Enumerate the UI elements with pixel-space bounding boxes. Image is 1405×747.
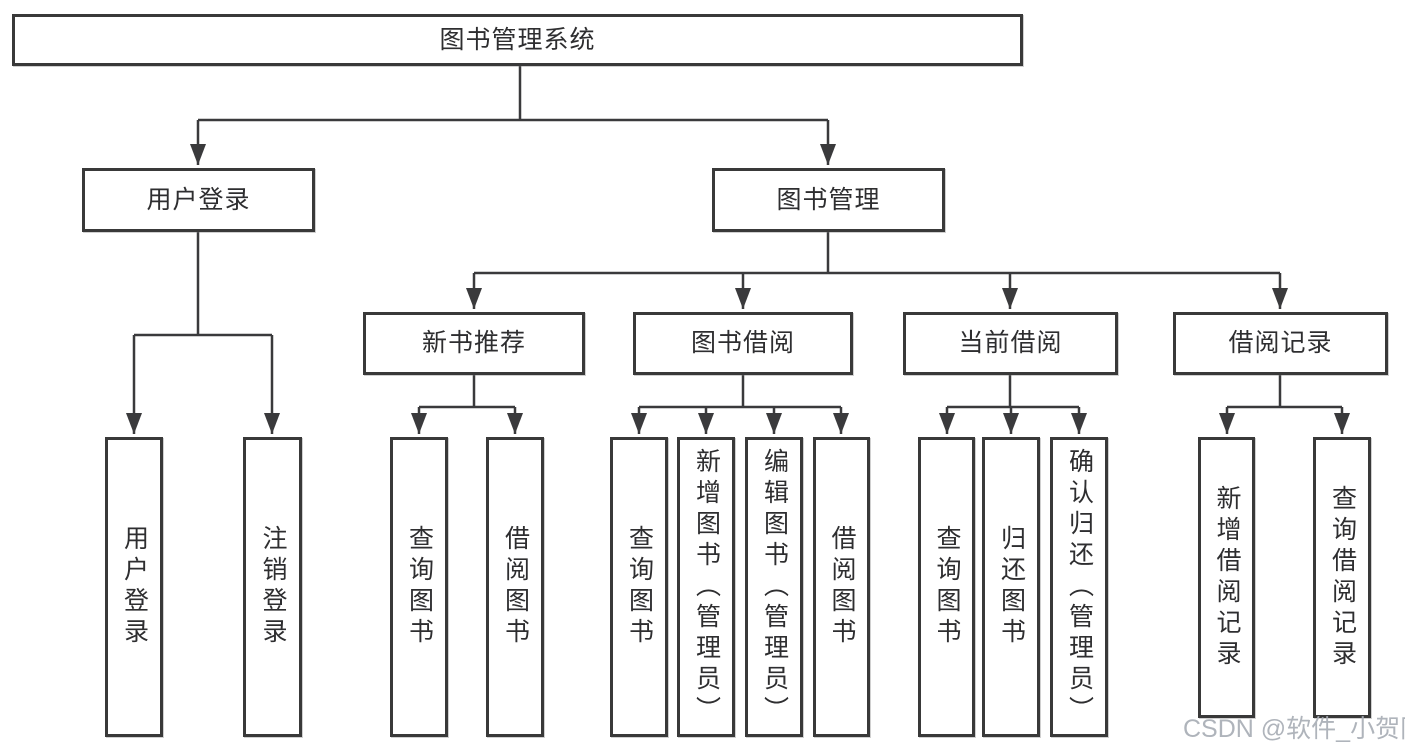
leaf-return-books-label: 归还图书 xyxy=(997,525,1026,649)
leaf-query-books-borrowing-label: 查询图书 xyxy=(625,525,654,649)
leaf-borrow-books-recommend: 借阅图书 xyxy=(486,437,544,737)
leaf-query-borrow-record: 查询借阅记录 xyxy=(1313,437,1371,718)
node-borrowing-records-label: 借阅记录 xyxy=(1228,329,1333,357)
leaf-edit-book-admin-label: 编辑图书（管理员） xyxy=(760,447,789,727)
node-current-borrowing: 当前借阅 xyxy=(903,312,1118,375)
leaf-borrow-books-recommend-label: 借阅图书 xyxy=(501,525,530,649)
leaf-add-book-admin-label: 新增图书（管理员） xyxy=(692,447,721,727)
node-user-login: 用户登录 xyxy=(82,168,315,232)
leaf-add-borrow-record: 新增借阅记录 xyxy=(1198,437,1255,718)
leaf-return-books: 归还图书 xyxy=(982,437,1040,737)
node-new-book-recommend-label: 新书推荐 xyxy=(421,329,526,357)
leaf-add-borrow-record-label: 新增借阅记录 xyxy=(1213,484,1241,671)
node-user-login-label: 用户登录 xyxy=(146,185,251,214)
leaf-query-borrow-record-label: 查询借阅记录 xyxy=(1328,484,1357,671)
leaf-logout: 注销登录 xyxy=(243,437,302,737)
leaf-add-book-admin: 新增图书（管理员） xyxy=(677,437,735,737)
leaf-edit-book-admin: 编辑图书（管理员） xyxy=(745,437,803,737)
leaf-query-books-borrowing: 查询图书 xyxy=(610,437,668,737)
node-borrowing-records: 借阅记录 xyxy=(1173,312,1388,375)
leaf-query-books-current-label: 查询图书 xyxy=(933,525,961,649)
leaf-borrow-books-borrowing-label: 借阅图书 xyxy=(828,525,856,649)
leaf-user-login: 用户登录 xyxy=(105,437,163,737)
node-book-borrowing-label: 图书借阅 xyxy=(690,329,795,357)
node-new-book-recommend: 新书推荐 xyxy=(363,312,585,375)
leaf-user-login-label: 用户登录 xyxy=(120,525,149,649)
node-book-borrowing: 图书借阅 xyxy=(633,312,853,375)
leaf-query-books-current: 查询图书 xyxy=(918,437,975,737)
node-book-management: 图书管理 xyxy=(712,168,945,232)
leaf-confirm-return-admin: 确认归还（管理员） xyxy=(1050,437,1108,737)
csdn-watermark: CSDN @软件_小贺同学 xyxy=(1183,715,1405,743)
leaf-query-books-recommend-label: 查询图书 xyxy=(405,525,434,649)
node-current-borrowing-label: 当前借阅 xyxy=(958,329,1063,357)
leaf-borrow-books-borrowing: 借阅图书 xyxy=(813,437,870,737)
leaf-logout-label: 注销登录 xyxy=(259,525,287,649)
node-root-label: 图书管理系统 xyxy=(439,25,596,54)
node-book-management-label: 图书管理 xyxy=(776,185,881,214)
leaf-query-books-recommend: 查询图书 xyxy=(390,437,448,737)
leaf-confirm-return-admin-label: 确认归还（管理员） xyxy=(1065,447,1094,727)
node-root: 图书管理系统 xyxy=(12,14,1023,66)
